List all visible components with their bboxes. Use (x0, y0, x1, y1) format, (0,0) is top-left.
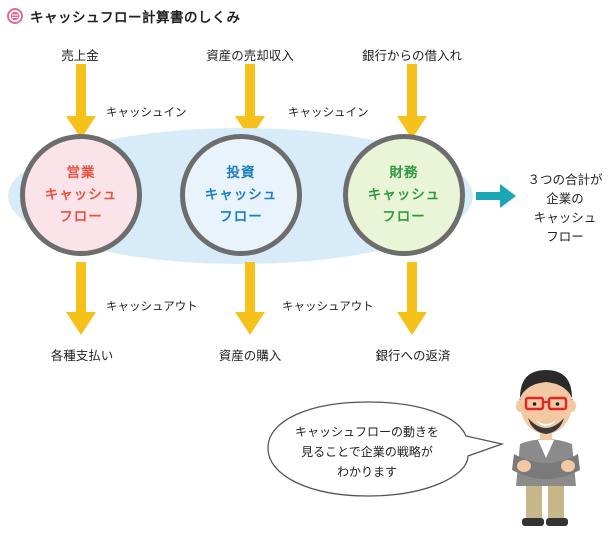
total-text: ３つの合計が 企業の キャッシュ フロー (520, 170, 610, 246)
bullet-circle-icon (7, 8, 23, 24)
investing-cash-flow-circle: 投資 キャッシュ フロー (180, 134, 302, 256)
cash-in-label-1: キャッシュイン (106, 105, 187, 119)
cash-in-arrow-1 (66, 64, 96, 139)
total-line: ３つの合計が (527, 172, 603, 187)
circle-title: 財務 (389, 165, 419, 181)
circle-title: 投資 (226, 165, 256, 181)
cash-in-arrow-3 (397, 64, 427, 139)
presenter-character-icon (512, 370, 580, 526)
speech-text: キャッシュフローの動きを 見ることで企業の戦略が わかります (272, 422, 462, 482)
circle-title: 営業 (66, 165, 96, 181)
financing-cash-flow-circle: 財務 キャッシュ フロー (343, 134, 465, 256)
circle-subtitle: キャッシュ (44, 187, 118, 203)
total-line: キャッシュ (533, 210, 597, 225)
speech-line: わかります (336, 465, 397, 479)
total-line: フロー (546, 229, 584, 244)
circle-subtitle: キャッシュ (367, 187, 441, 203)
source-asset-sale: 資産の売却収入 (206, 48, 294, 63)
circle-subtitle: フロー (219, 209, 263, 225)
speech-line: キャッシュフローの動きを (294, 425, 439, 439)
use-asset-purchase: 資産の購入 (218, 348, 282, 363)
cash-out-arrow-2 (235, 262, 265, 335)
cash-out-label-1: キャッシュアウト (106, 299, 198, 313)
circle-subtitle: フロー (382, 209, 426, 225)
source-sales: 売上金 (61, 48, 99, 63)
page-title: キャッシュフロー計算書のしくみ (30, 10, 241, 26)
use-bank-repayment: 銀行への返済 (375, 348, 451, 363)
total-line: 企業の (546, 191, 584, 206)
use-payments: 各種支払い (50, 348, 114, 363)
operating-cash-flow-circle: 営業 キャッシュ フロー (20, 134, 142, 256)
cash-out-label-2: キャッシュアウト (282, 299, 374, 313)
circle-subtitle: キャッシュ (204, 187, 278, 203)
header: キャッシュフロー計算書のしくみ (6, 6, 241, 26)
total-arrow (476, 184, 516, 208)
cash-in-arrow-2 (235, 64, 265, 139)
cash-out-arrow-1 (66, 262, 96, 335)
cash-in-label-2: キャッシュイン (288, 105, 369, 119)
circle-subtitle: フロー (59, 209, 103, 225)
speech-line: 見ることで企業の戦略が (301, 445, 433, 459)
speech-bubble (267, 401, 505, 497)
cash-out-arrow-3 (397, 262, 427, 335)
source-bank-loan: 銀行からの借入れ (361, 48, 463, 63)
